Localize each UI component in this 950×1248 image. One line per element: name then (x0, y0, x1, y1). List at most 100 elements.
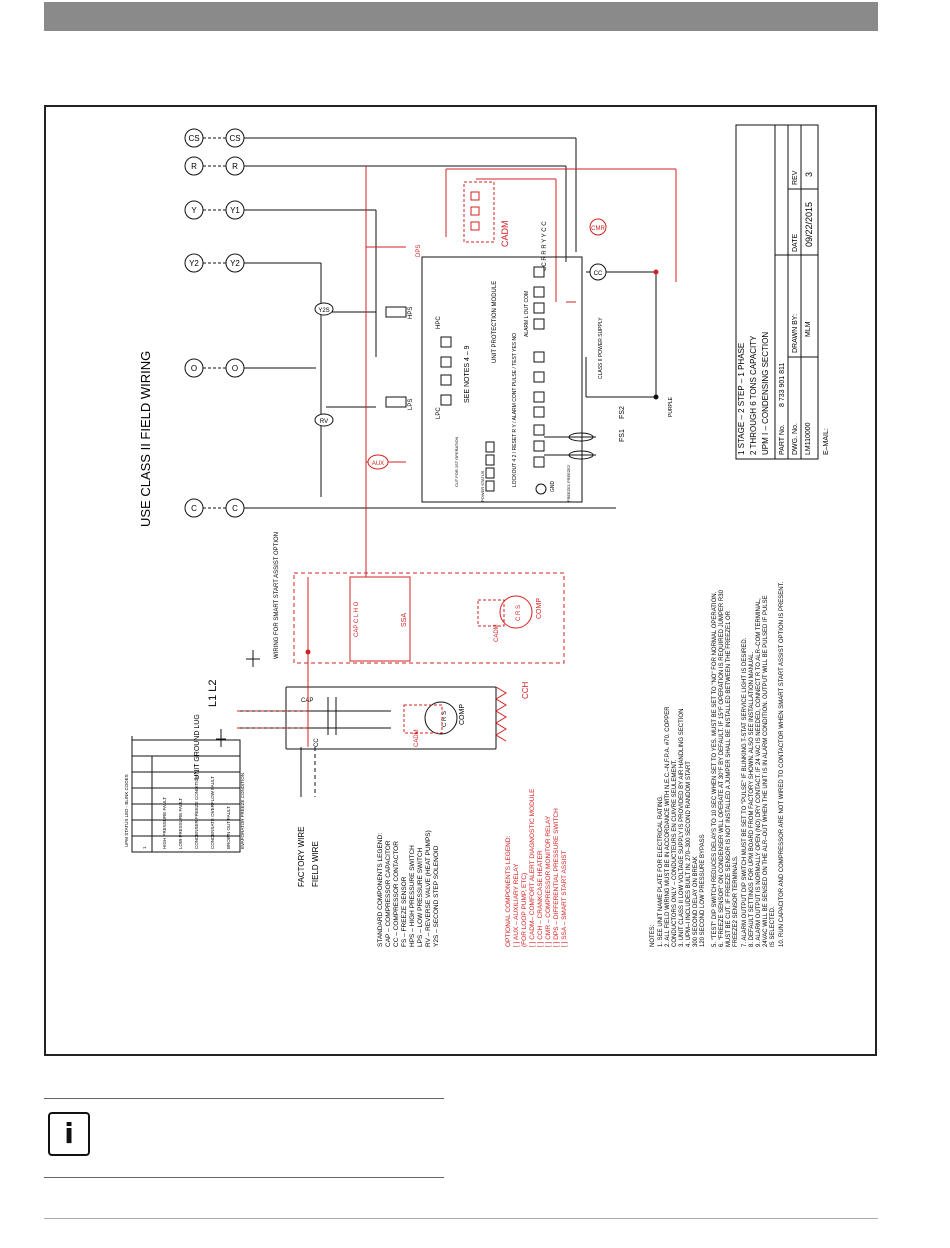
cadm-ssa-box (477, 599, 505, 627)
upm-title: UNIT PROTECTION MODULE (492, 281, 498, 363)
svg-text:24VAC WILL BE SENSED ON THE AL: 24VAC WILL BE SENSED ON THE ALR–OUT WHEN… (763, 595, 769, 947)
freeze-sensor-leads (544, 432, 596, 460)
title-block: 1 STAGE – 2 STEP – 1 PHASE 2 THROUGH 6 T… (735, 124, 830, 460)
status-row-4-text: CONDENSATE OVERFLOW FAULT (210, 776, 215, 849)
email-label: E–MAIL: (823, 428, 830, 455)
date-value: 09/22/2015 (804, 202, 814, 247)
rv-label: RV (320, 419, 328, 425)
unit-ground-lug-label: UNIT GROUND LUG (194, 714, 201, 780)
red-node-2 (305, 649, 311, 655)
terminal-label-cs-top: CS (188, 134, 199, 143)
black-node-1 (653, 394, 659, 400)
svg-text:IS SELECTED.: IS SELECTED. (770, 906, 776, 947)
svg-text:(FOR LOOP PUMP, ETC): (FOR LOOP PUMP, ETC) (521, 873, 528, 947)
cch-label: CCH (521, 681, 530, 699)
svg-text:[ ] DPS – DIFFERENTIAL PRESSUR: [ ] DPS – DIFFERENTIAL PRESSURE SWITCH (553, 808, 560, 947)
upm-see-notes: SEE NOTES 4 – 9 (464, 345, 471, 403)
svg-text:6. "FREEZE SENSOR" ON CONDENS: 6. "FREEZE SENSOR" ON CONDENSER WILL OPE… (719, 589, 725, 947)
svg-text:2. ALL FIELD WIRING MUST BE I: 2. ALL FIELD WIRING MUST BE IN ACCORDANC… (665, 706, 671, 947)
status-row-5-text: BROWN OUT FAULT (226, 806, 231, 849)
optional-legend-title: OPTIONAL COMPONENTS LEGEND: (505, 835, 512, 947)
terminal-labels: CS R Y Y2 O C CS R Y1 Y2 O C (188, 134, 240, 513)
fs1-label: FS1 (619, 429, 626, 442)
svg-text:1. SEE UNIT NAME PLATE FOR EL: 1. SEE UNIT NAME PLATE FOR ELECTRICAL RA… (658, 795, 664, 947)
upm-terminals (440, 266, 545, 492)
l1-l2-label: L1 L2 (207, 679, 219, 707)
coils (314, 302, 334, 427)
svg-text:[ ] CADM– COMFORT ALERT DIAGNO: [ ] CADM– COMFORT ALERT DIAGNOSTIC MODUL… (529, 788, 536, 947)
svg-text:3. UNIT CLASS II LOW VOLTAGE: 3. UNIT CLASS II LOW VOLTAGE SUPPLY IS P… (679, 709, 685, 947)
ssa-module (349, 576, 411, 662)
rev-label: REV (792, 170, 799, 185)
y2s-coil (314, 302, 334, 316)
info-callout: i (44, 1098, 444, 1178)
svg-text:300 SECOND DELAY ON BREAK: 300 SECOND DELAY ON BREAK (693, 856, 699, 947)
status-row-6-text: EVAPORATOR FREEZE CONDITION (240, 773, 245, 849)
status-row-1-num: 1 (142, 846, 147, 849)
svg-text:CAP – COMPRESSOR CAPACITOR: CAP – COMPRESSOR CAPACITOR (385, 840, 392, 947)
comp-1-label: COMP (459, 704, 466, 725)
svg-text:CONDUCTORS ONLY – CONDUCTEURS: CONDUCTORS ONLY – CONDUCTEURS EN CUIVRE … (672, 759, 678, 947)
notes: NOTES: 1. SEE UNIT NAME PLATE FOR ELECTR… (650, 581, 785, 947)
cmr-relay (589, 218, 607, 236)
svg-text:5. "TEST" DIP SWITCH REDUCES: 5. "TEST" DIP SWITCH REDUCES DELAYS TO 1… (712, 591, 718, 947)
svg-text:10. RUN CAPACITOR AND COMPRESS: 10. RUN CAPACITOR AND COMPRESSOR ARE NOT… (779, 581, 785, 947)
svg-text:HPS – HIGH PRESSURE SWITCH: HPS – HIGH PRESSURE SWITCH (409, 845, 416, 947)
header-bar (44, 2, 878, 31)
notes-title: NOTES: (650, 924, 656, 947)
title-line-3: UPM I – CONDENSING SECTION (761, 332, 770, 455)
status-table-header: UPM STATUS LED - BLINK CODES (124, 774, 129, 847)
terminal-label-y2-bottom: Y2 (230, 259, 240, 268)
terminal-label-y1-bottom: Y1 (230, 206, 240, 215)
wiring-diagram: USE CLASS II FIELD WIRING CS R Y Y2 O C … (124, 124, 830, 947)
cmr-label: CMR (591, 226, 605, 232)
dwg-no-label: DWG. No. (792, 423, 799, 455)
title-line-2: 2 THROUGH 6 TONS CAPACITY (749, 335, 758, 455)
cadm-lower-label: CADM (414, 729, 420, 747)
control-wiring (244, 137, 657, 509)
dwg-no-value: LM110000 (805, 422, 812, 455)
compressor-1 (424, 701, 458, 735)
upm-dip-labels: LOCKOUT 4 2 / RESET R Y / ALARM CONT PUL… (512, 333, 518, 487)
cadm-ssa-label: CADM (494, 624, 500, 642)
y2s-label: Y2S (318, 308, 329, 314)
diagram-heading: USE CLASS II FIELD WIRING (138, 351, 153, 527)
class2-power-label: CLASS II POWER SUPPLY (598, 317, 604, 379)
svg-text:9. ALARM OUTPUT IS NORMALLY O: 9. ALARM OUTPUT IS NORMALLY OPEN (NO) DR… (756, 598, 762, 947)
date-label: DATE (792, 234, 799, 252)
svg-text:RV – REVERSE VALVE (HEAT PUM: RV – REVERSE VALVE (HEAT PUMPS) (425, 830, 432, 947)
footer-rule (44, 1218, 878, 1219)
aux-relay (367, 454, 389, 470)
fs2-label: FS2 (619, 406, 626, 419)
compressor-2 (499, 595, 533, 629)
drawn-by-value: MLM (805, 321, 812, 337)
hpc-label: HPC (436, 316, 442, 329)
title-line-1: 1 STAGE – 2 STEP – 1 PHASE (737, 343, 746, 455)
status-row-1-text: HIGH PRESSURE FAULT (162, 797, 167, 849)
svg-text:120 SECOND LOW PRESSURE BYPASS: 120 SECOND LOW PRESSURE BYPASS (700, 834, 706, 947)
standard-legend-title: STANDARD COMPONENTS LEGEND: (377, 833, 384, 947)
purple-wire-label: PURPLE (668, 396, 674, 417)
terminal-label-r-bottom: R (232, 162, 238, 171)
cc-coil (589, 263, 607, 281)
terminal-label-r-top: R (191, 162, 197, 171)
upm-power-status: POWER STATUS (480, 470, 485, 502)
ssa-box (293, 572, 565, 664)
optional-wiring-red (365, 166, 677, 577)
dps-label: DPS (416, 245, 422, 257)
thermostat-terminals (184, 128, 245, 518)
cadm-lower-box (403, 704, 443, 734)
aux-label: AUX (372, 461, 384, 467)
terminal-label-y2-top: Y2 (189, 259, 199, 268)
comp-2-terms: C R S (516, 605, 522, 621)
upm-freeze-terms: FREEZE1 FREEZE2 (566, 464, 571, 502)
cc-coil-label: CC (594, 271, 603, 277)
power-wiring (216, 650, 497, 750)
hps-label: HPS (408, 307, 414, 319)
terminal-label-y-top: Y (191, 206, 197, 215)
optional-legend: OPTIONAL COMPONENTS LEGEND: [ ] AUX – AU… (505, 788, 568, 947)
part-no-value: 8 733 901 811 (779, 363, 786, 407)
standard-legend: STANDARD COMPONENTS LEGEND: CAP – COMPRE… (377, 830, 440, 947)
upm-terminal-strip-label: CC R R R Y Y C C (542, 221, 548, 271)
lps-label: LPS (408, 399, 414, 410)
